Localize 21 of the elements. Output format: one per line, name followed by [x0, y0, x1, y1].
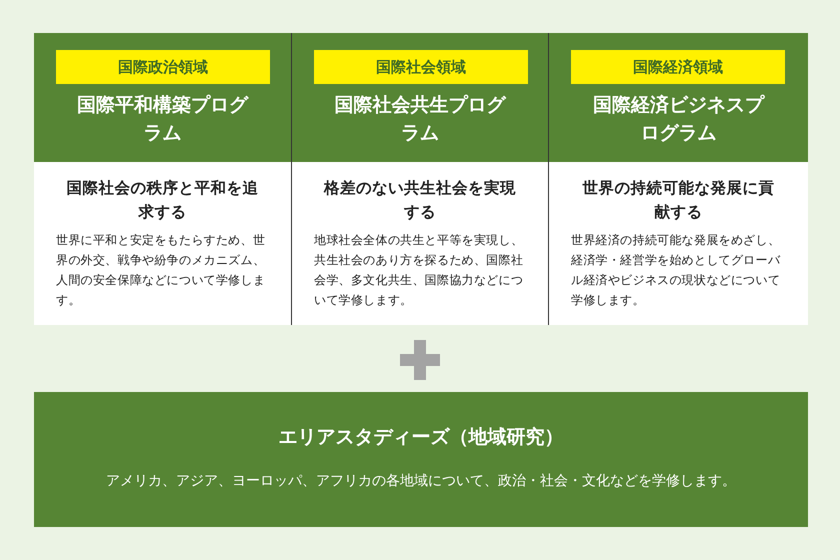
- category-tag: 国際社会領域: [314, 50, 528, 84]
- description-panel: [292, 162, 548, 325]
- description-heading: 格差のない共生社会を実現する: [322, 178, 517, 223]
- category-tag: 国際経済領域: [571, 50, 785, 84]
- area-studies-panel: [34, 392, 808, 527]
- program-header-panel: [292, 33, 548, 162]
- description-heading: 世界の持続可能な発展に貢献する: [582, 178, 776, 223]
- program-header-panel: [34, 33, 291, 162]
- description-panel: [549, 162, 808, 325]
- area-studies-title: エリアスタディーズ（地域研究）: [278, 425, 564, 450]
- program-title: 国際社会共生プログラム: [334, 93, 508, 146]
- description-text: 世界に平和と安定をもたらすため、世界の外交、戦争や紛争のメカニズム、人間の安全保障などについて学修します。: [56, 232, 266, 309]
- description-text: 地球社会全体の共生と平等を実現し、共生社会のあり方を探るため、国際社会学、多文化共生、国際協力などについて学修します。: [314, 232, 524, 309]
- description-heading: 国際社会の秩序と平和を追求する: [66, 178, 260, 223]
- description-panel: [34, 162, 291, 325]
- area-studies-text: アメリカ、アジア、ヨーロッパ、アフリカの各地域について、政治・社会・文化などを学修します。: [105, 472, 737, 490]
- program-title: 国際平和構築プログラム: [76, 93, 250, 146]
- category-tag: 国際政治領域: [56, 50, 270, 84]
- program-title: 国際経済ビジネスプログラム: [592, 93, 766, 146]
- program-header-panel: [549, 33, 808, 162]
- description-text: 世界経済の持続可能な発展をめざし、経済学・経営学を始めとしてグローバル経済やビジネスの現状などについて学修します。: [571, 232, 782, 309]
